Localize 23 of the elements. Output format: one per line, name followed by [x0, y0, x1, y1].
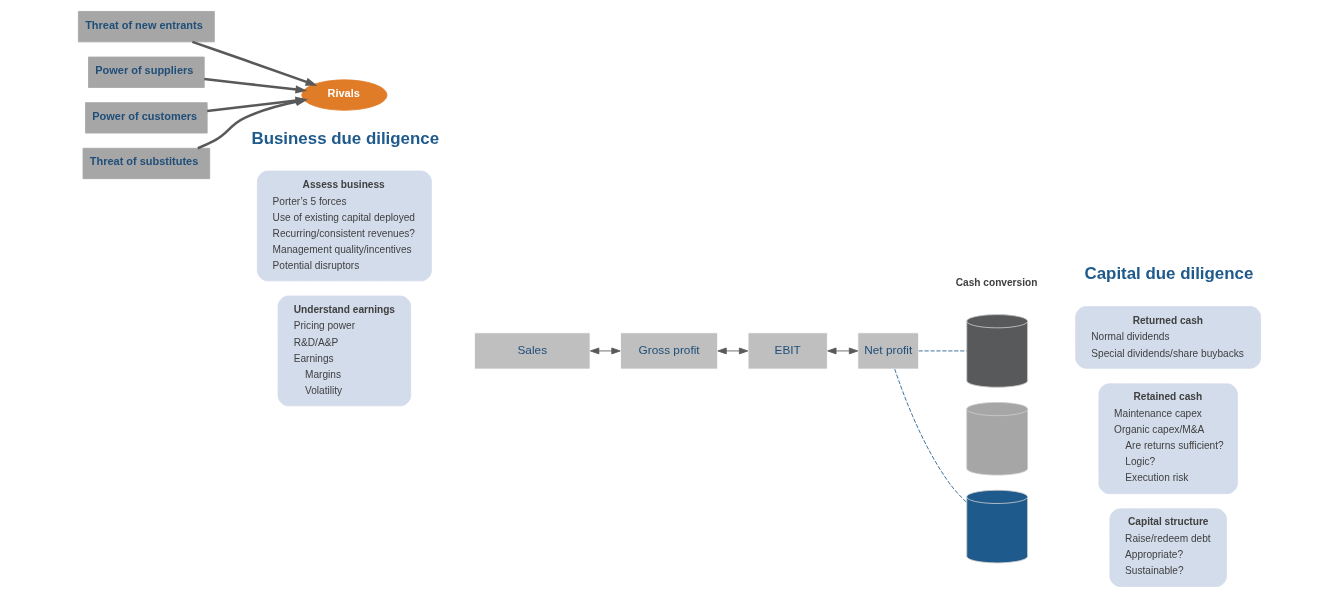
node-box: Capital structure Raise/redeem debt Appropriate? Sustainable? — [1108, 508, 1227, 587]
connector — [917, 350, 967, 352]
node-box: Power of customers — [84, 102, 208, 134]
arrow — [589, 347, 621, 355]
node-box: Threat of new entrants — [77, 11, 215, 43]
node-box: Returned cash Normal dividends Special dividends/share buybacks — [1074, 306, 1261, 369]
arrow — [191, 40, 317, 86]
node-box: Understand earnings Pricing power R&D/A&P Earnings Margins Volatility — [277, 295, 411, 407]
connector — [893, 368, 967, 503]
node-box: Retained cash Maintenance capex Organic capex/M&A Are returns sufficient? Logic? Execution risk — [1098, 383, 1238, 495]
label: Business due diligence — [250, 129, 439, 149]
node-box: Gross profit — [619, 332, 718, 370]
arrow — [716, 347, 748, 355]
node-box: Threat of substitutes — [82, 147, 210, 180]
node-box: Power of suppliers — [87, 56, 205, 88]
node-box: EBIT — [747, 332, 828, 370]
node-box: Assess business Porter’s 5 forces Use of existing capital deployed Recurring/consistent revenues? Management quality/incentives Potential disruptors — [256, 170, 432, 282]
arrow — [826, 347, 858, 355]
arrow — [203, 77, 307, 94]
label: Capital due diligence — [1084, 264, 1253, 284]
label: Cash conversion — [955, 277, 1037, 288]
node-box: Sales — [473, 332, 591, 370]
node-box: Net profit — [856, 332, 919, 370]
